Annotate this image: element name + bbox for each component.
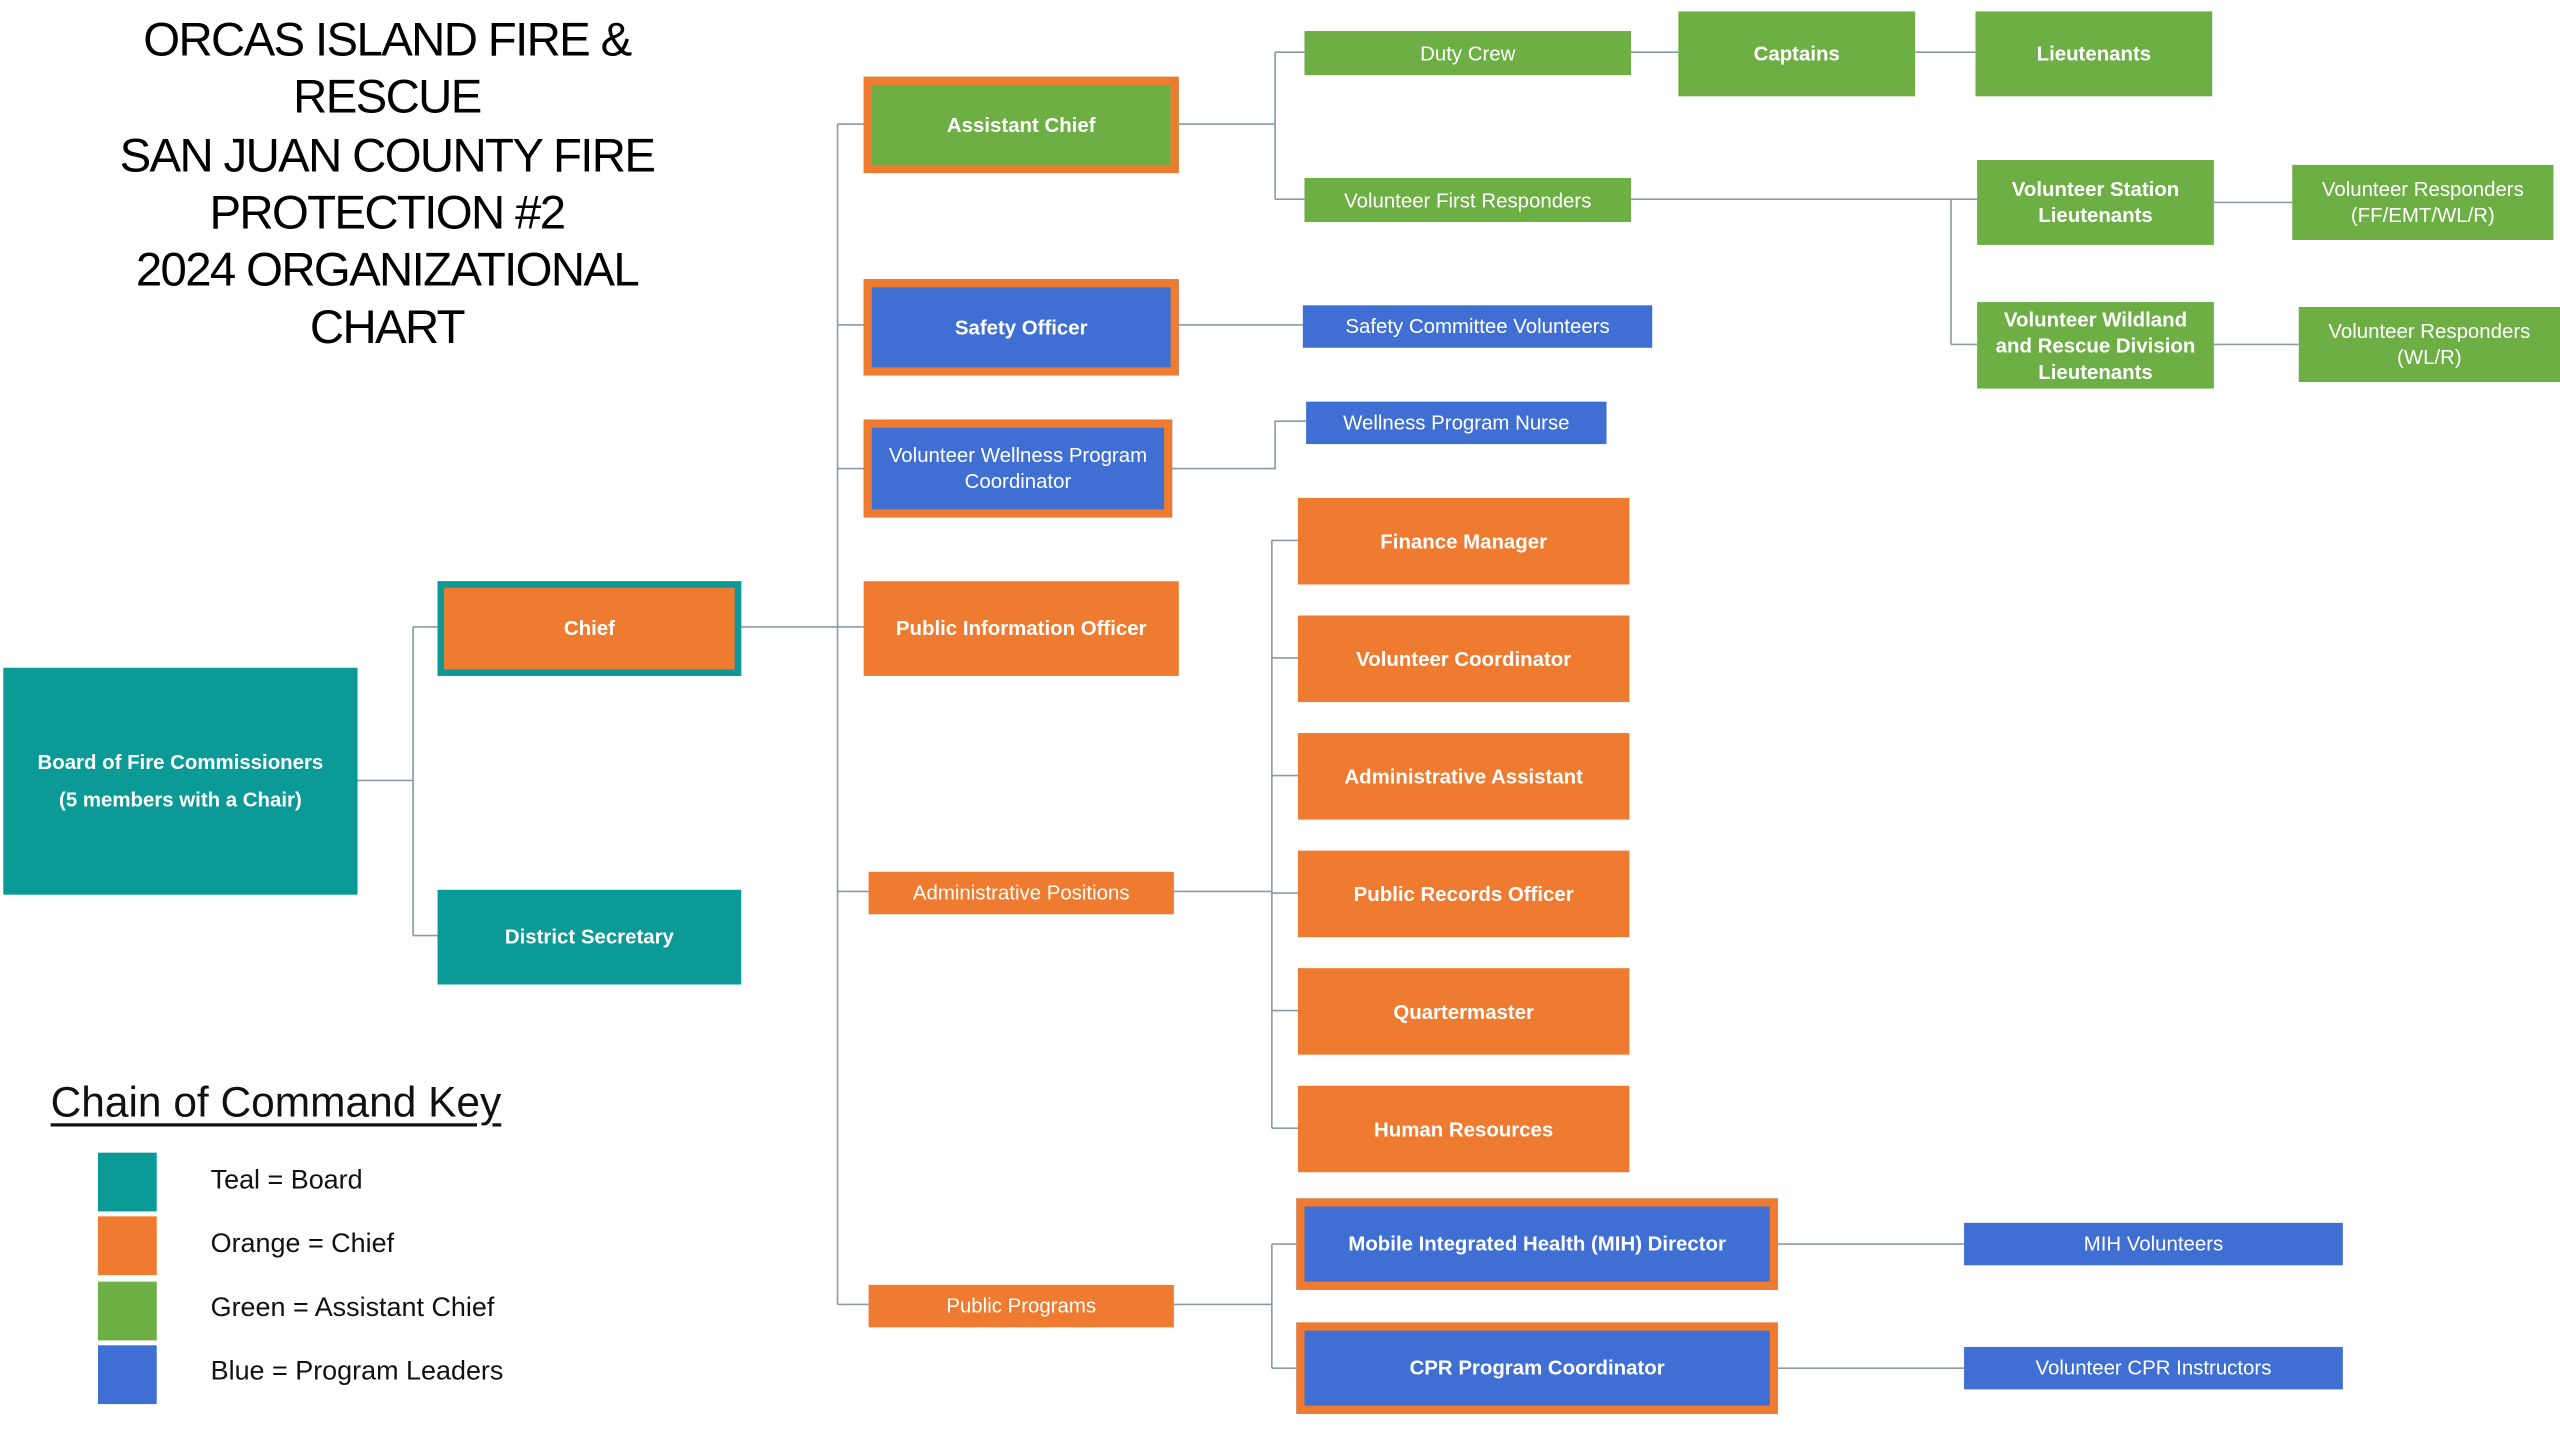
volunteer-first-responders-box: Volunteer First Responders xyxy=(1304,177,1632,223)
district-secretary-box: District Secretary xyxy=(437,889,742,985)
key-label-orange: Orange = Chief xyxy=(210,1229,395,1259)
key-swatch-blue xyxy=(97,1345,157,1405)
wellness-program-nurse-box: Wellness Program Nurse xyxy=(1306,401,1607,445)
mih-director-box: Mobile Integrated Health (MIH) Director xyxy=(1296,1198,1778,1290)
key-swatch-teal xyxy=(97,1152,157,1212)
key-label-blue: Blue = Program Leaders xyxy=(210,1356,504,1387)
volunteer-cpr-instructors-box: Volunteer CPR Instructors xyxy=(1964,1346,2343,1390)
key-swatch-orange xyxy=(97,1216,157,1276)
key-swatch-green xyxy=(97,1281,157,1341)
cpr-program-coordinator-box: CPR Program Coordinator xyxy=(1296,1322,1778,1414)
key-title: Chain of Command Key xyxy=(50,1077,502,1127)
safety-officer-box: Safety Officer xyxy=(863,279,1179,376)
public-programs-box: Public Programs xyxy=(868,1284,1174,1328)
duty-crew-box: Duty Crew xyxy=(1304,31,1632,76)
chief-box: Chief xyxy=(437,581,742,676)
volunteer-responders-wl-box: Volunteer Responders (WL/R) xyxy=(2298,306,2560,383)
captains-box: Captains xyxy=(1678,11,1916,97)
public-records-officer-box: Public Records Officer xyxy=(1297,850,1630,938)
volunteer-coordinator-box: Volunteer Coordinator xyxy=(1297,615,1630,703)
key-label-teal: Teal = Board xyxy=(210,1165,363,1196)
key-label-green: Green = Assistant Chief xyxy=(210,1293,495,1323)
administrative-positions-box: Administrative Positions xyxy=(868,871,1174,915)
finance-manager-box: Finance Manager xyxy=(1297,497,1630,585)
assistant-chief-box: Assistant Chief xyxy=(863,76,1179,174)
lieutenants-box: Lieutenants xyxy=(1975,11,2213,97)
safety-committee-volunteers-box: Safety Committee Volunteers xyxy=(1302,305,1653,348)
administrative-assistant-box: Administrative Assistant xyxy=(1297,733,1630,820)
volunteer-station-lieutenants-box: Volunteer Station Lieutenants xyxy=(1977,159,2214,245)
human-resources-box: Human Resources xyxy=(1297,1085,1630,1173)
volunteer-wildland-lieutenants-box: Volunteer Wildland and Rescue Division L… xyxy=(1977,302,2214,389)
chart-title: ORCAS ISLAND FIRE & RESCUE SAN JUAN COUN… xyxy=(119,14,656,356)
mih-volunteers-box: MIH Volunteers xyxy=(1964,1222,2343,1266)
volunteer-responders-ff-box: Volunteer Responders (FF/EMT/WL/R) xyxy=(2292,164,2554,240)
wellness-coordinator-box: Volunteer Wellness Program Coordinator xyxy=(863,419,1173,518)
board-of-fire-commissioners: Board of Fire Commissioners (5 members w… xyxy=(3,667,358,895)
quartermaster-box: Quartermaster xyxy=(1297,968,1630,1055)
public-information-officer-box: Public Information Officer xyxy=(863,581,1179,676)
